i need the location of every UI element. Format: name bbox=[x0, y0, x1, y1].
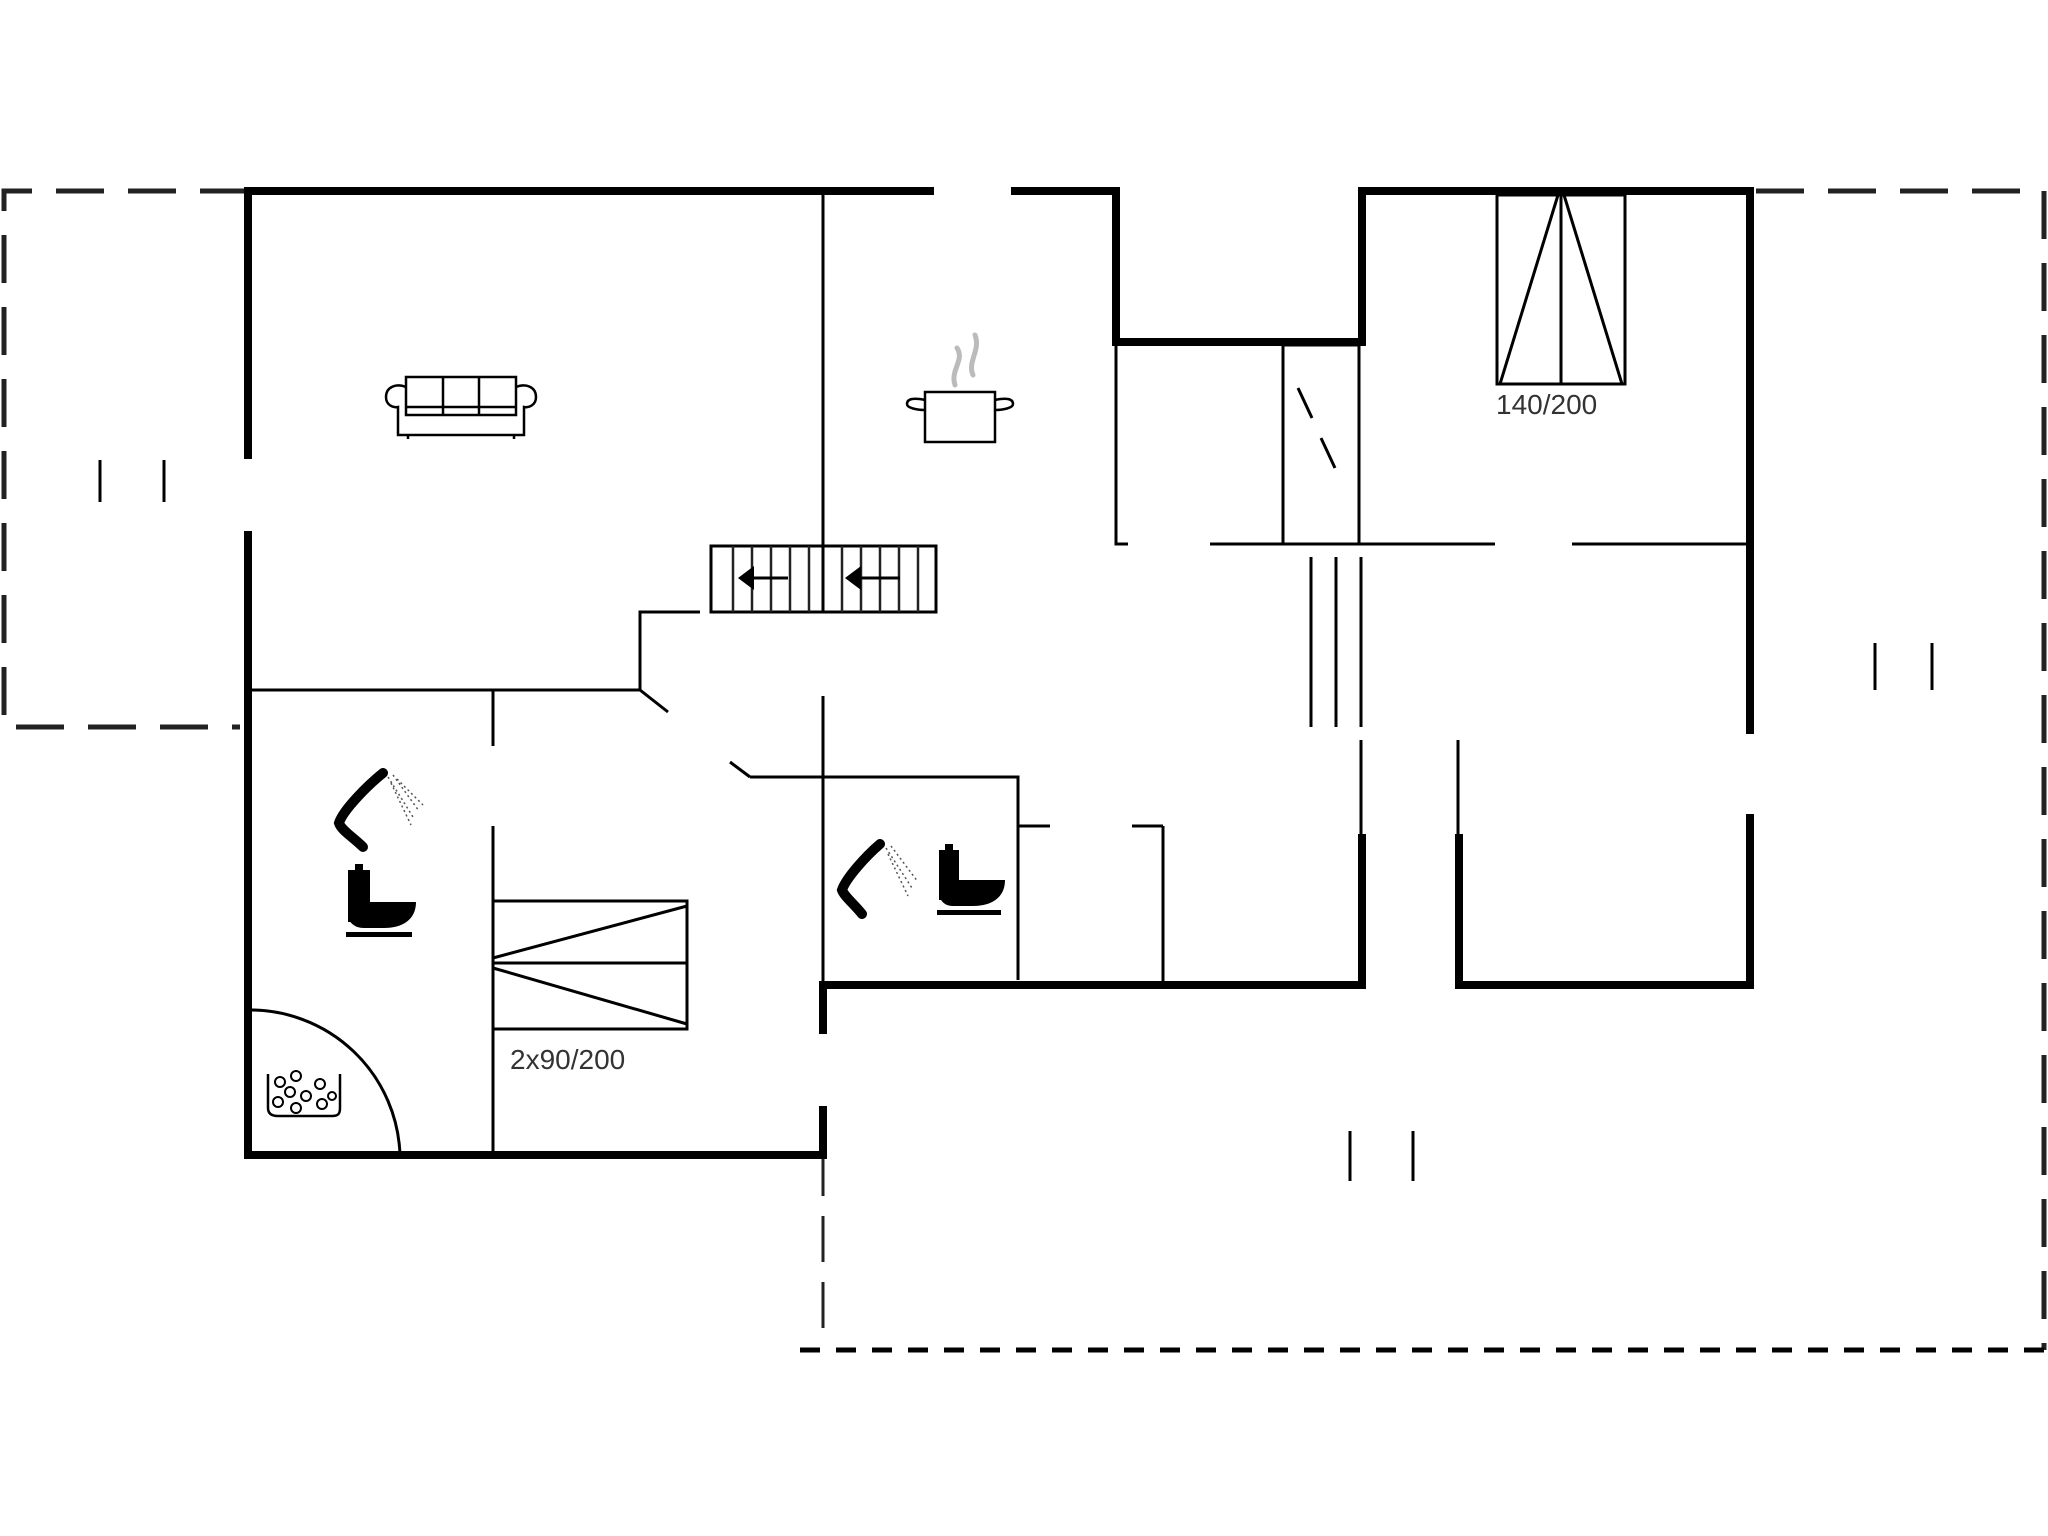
terrace-east bbox=[1756, 188, 2047, 1350]
interior-walls bbox=[248, 191, 1750, 1155]
terrace-south bbox=[800, 1131, 2044, 1353]
staircase bbox=[709, 544, 938, 614]
exterior-walls bbox=[244, 187, 1754, 1159]
door-swing-arc bbox=[247, 1008, 402, 1156]
shower-icon bbox=[836, 839, 919, 919]
toilet-icon bbox=[937, 844, 1005, 915]
bed-size-label-twin: 2x90/200 bbox=[510, 1044, 625, 1075]
terrace-west bbox=[1, 188, 248, 730]
bed-size-label-double: 140/200 bbox=[1496, 389, 1597, 420]
twin-beds-icon bbox=[491, 899, 689, 1031]
sofa-icon bbox=[384, 375, 538, 439]
stair-arrow-icon bbox=[738, 566, 788, 590]
shower-icon bbox=[333, 768, 424, 852]
stair-arrow-icon bbox=[845, 566, 900, 590]
toilet-icon bbox=[346, 864, 416, 937]
sauna-stones-icon bbox=[266, 1070, 342, 1118]
cooking-pot-icon bbox=[905, 332, 1015, 444]
double-bed-icon bbox=[1495, 193, 1627, 386]
